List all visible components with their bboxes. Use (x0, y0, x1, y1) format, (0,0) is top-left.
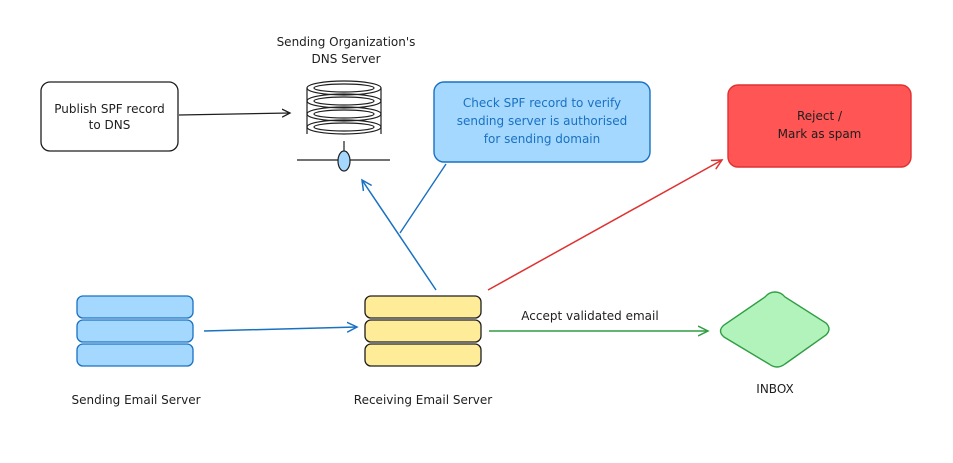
reject-node: Reject / Mark as spam (727, 84, 912, 168)
inbox-label: INBOX (756, 382, 793, 396)
spf-check-line1: Check SPF record to verify (463, 96, 621, 110)
receiving-to-reject-arrow (487, 160, 722, 291)
spf-check-box (433, 81, 651, 163)
publish-spf-node: Publish SPF record to DNS (40, 81, 179, 152)
spf-check-line3: for sending domain (484, 132, 600, 146)
inbox-diamond (719, 291, 830, 368)
sending-server-icon (76, 295, 194, 367)
spf-callout-connector (399, 163, 447, 234)
sending-to-receiving-arrow (203, 327, 357, 331)
receiving-to-dns-arrow (362, 180, 437, 291)
accept-label: Accept validated email (521, 309, 658, 323)
publish-to-dns-arrow (178, 113, 290, 115)
spf-check-node: Check SPF record to verify sending serve… (433, 81, 651, 163)
publish-spf-label-line2: to DNS (89, 118, 131, 132)
dns-server-title-line1: Sending Organization's (277, 35, 416, 49)
spf-check-line2: sending server is authorised (457, 114, 628, 128)
reject-line1: Reject / (797, 109, 843, 123)
publish-spf-box (40, 81, 179, 152)
sending-server-label: Sending Email Server (71, 393, 200, 407)
inbox-node: INBOX (719, 291, 830, 396)
receiving-server-icon (364, 295, 482, 367)
dns-server-title-line2: DNS Server (312, 52, 381, 66)
publish-spf-label-line1: Publish SPF record (54, 102, 165, 116)
reject-line2: Mark as spam (778, 127, 862, 141)
dns-server-icon (297, 80, 390, 172)
reject-box (727, 84, 912, 168)
receiving-server-label: Receiving Email Server (354, 393, 492, 407)
